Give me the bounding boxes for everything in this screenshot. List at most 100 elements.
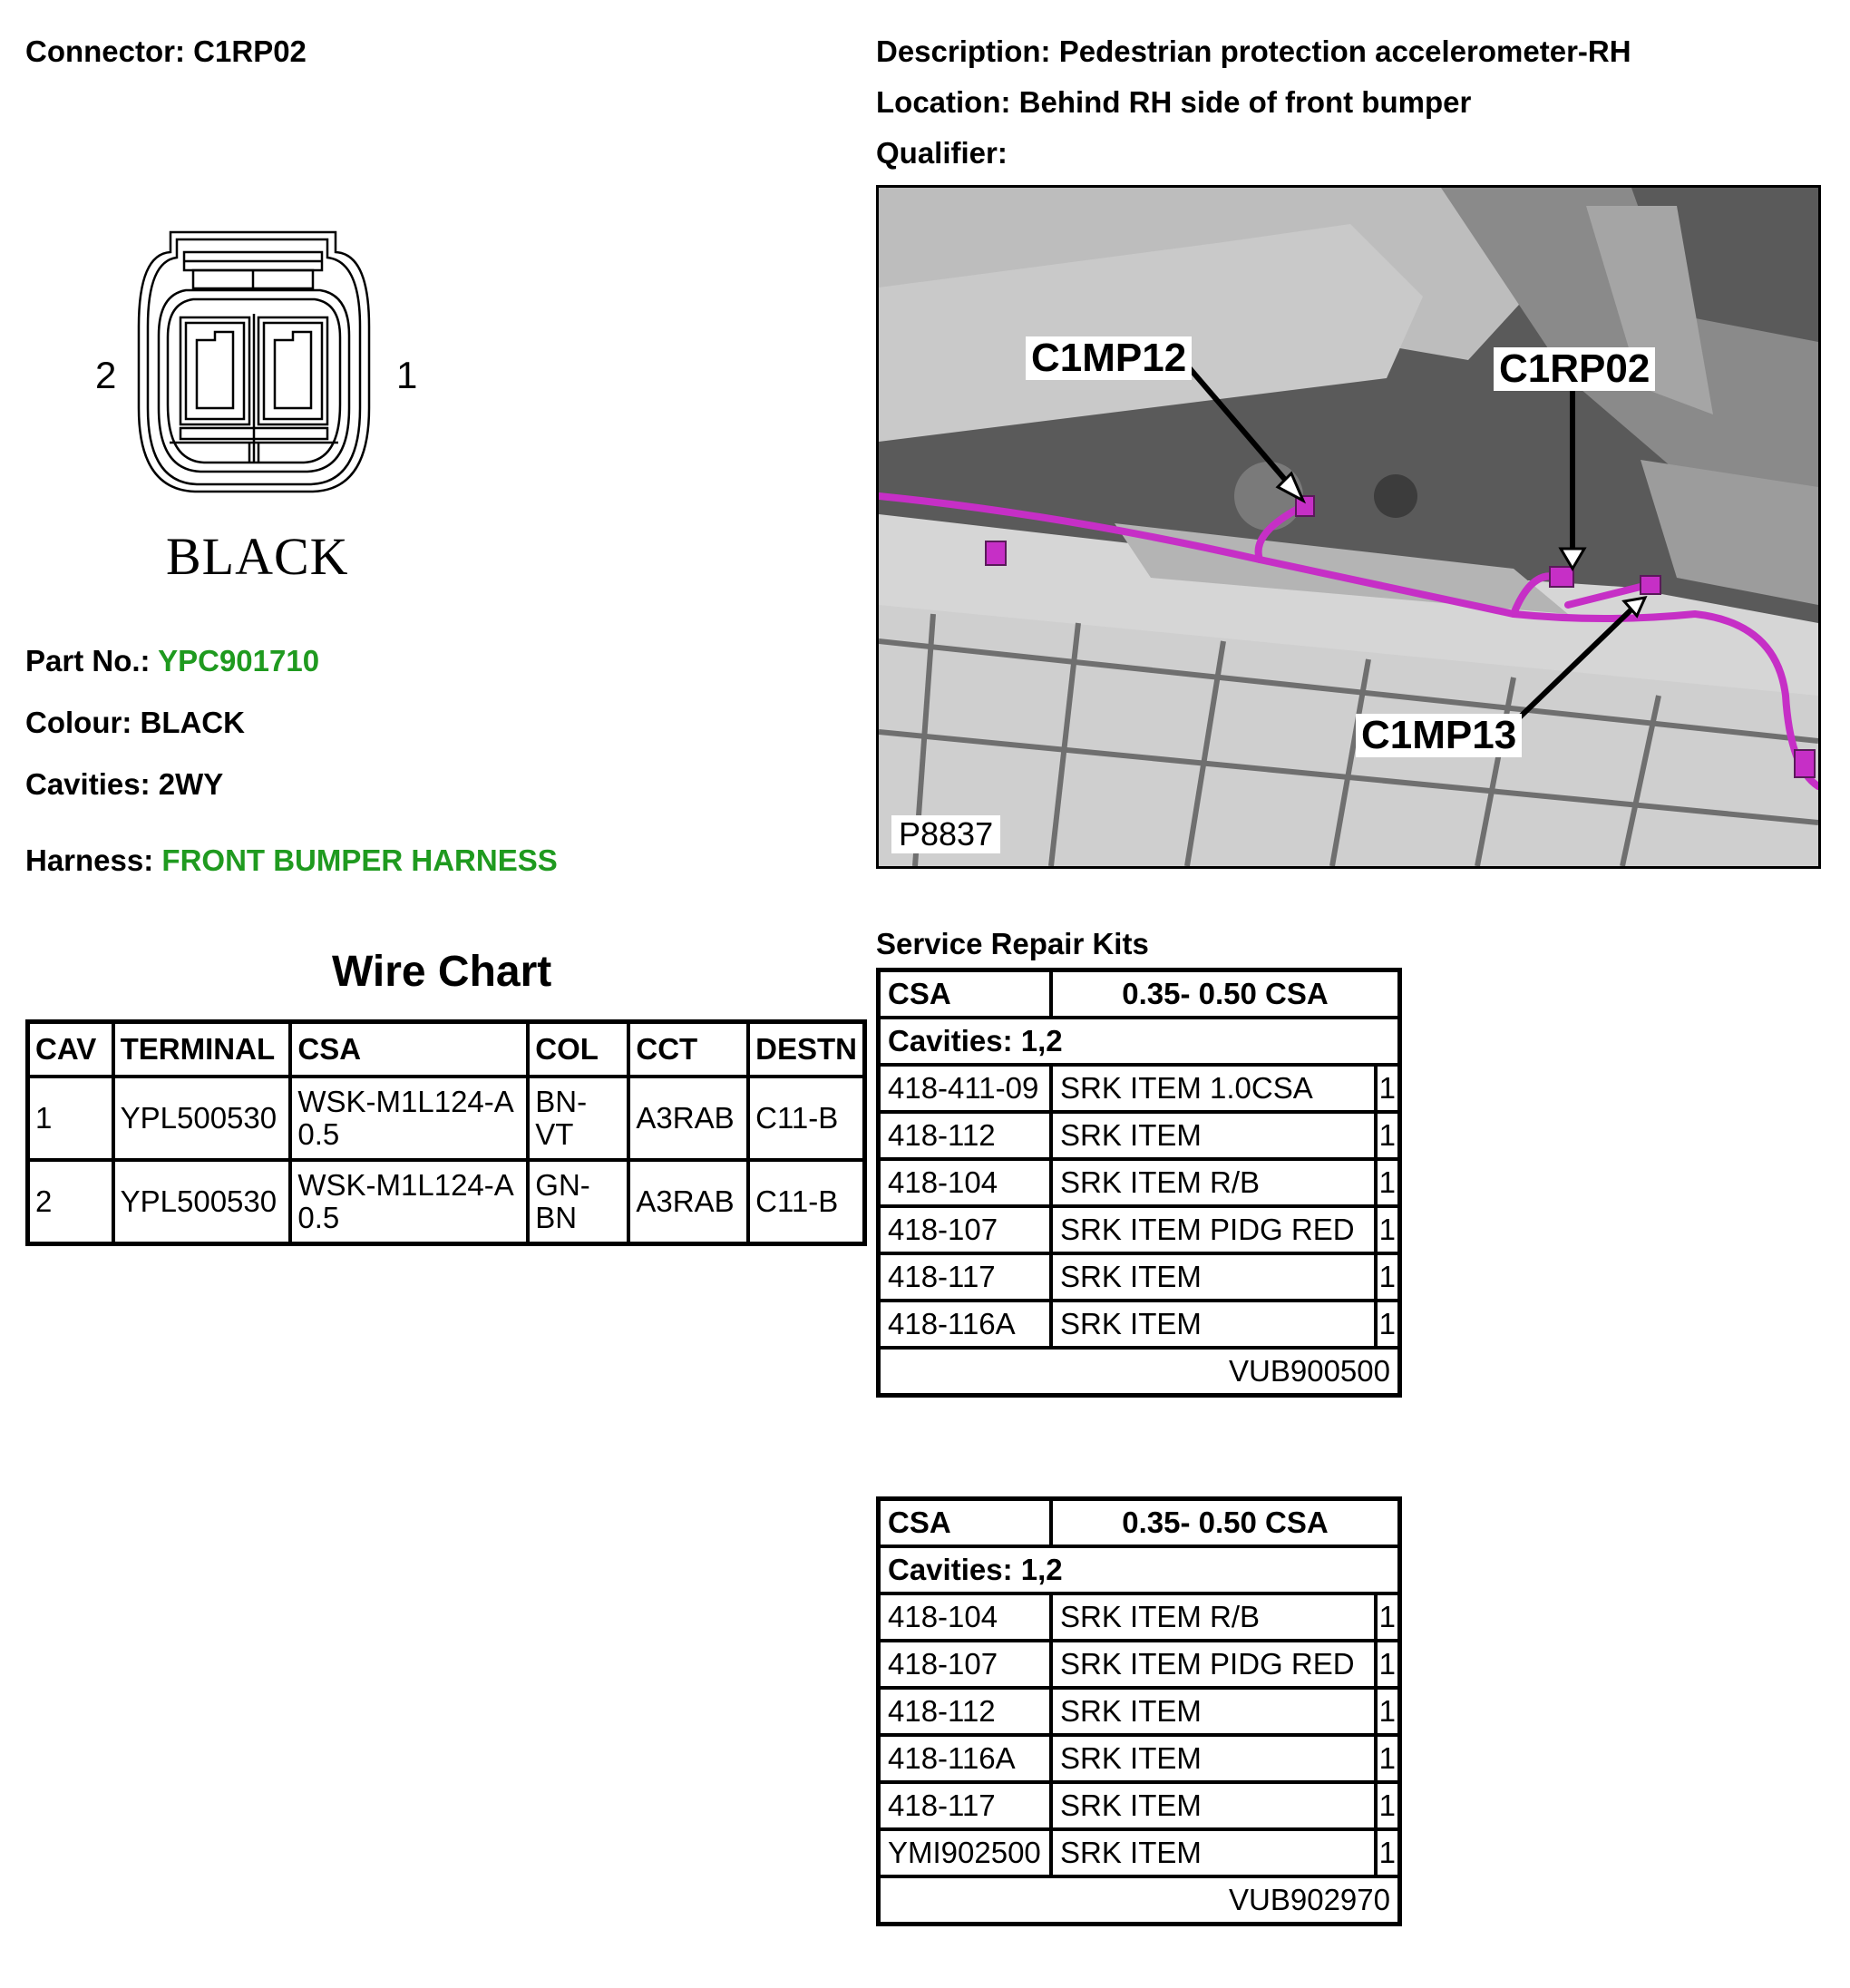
description-label: Description: [876, 34, 1051, 68]
part-no-label: Part No.: [25, 644, 151, 677]
kit-item-desc: SRK ITEM PIDG RED [1049, 1639, 1378, 1690]
part-no-line: Part No.: YPC901710 [25, 644, 319, 678]
kit-cavities-row: Cavities: 1,2 [876, 1016, 1402, 1067]
connector-value: C1RP02 [193, 34, 307, 68]
repair-kit-table-2: CSA 0.35- 0.50 CSA Cavities: 1,2 418-104… [876, 1496, 1402, 1926]
photo-ref-label: P8837 [891, 815, 1001, 853]
description-line: Description: Pedestrian protection accel… [876, 34, 1631, 69]
cell-cct: A3RAB [627, 1158, 751, 1246]
kit-item-desc: SRK ITEM [1049, 1252, 1378, 1302]
cell-col: BN-VT [526, 1075, 631, 1162]
header-col: COL [526, 1019, 631, 1078]
cavities-line: Cavities: 2WY [25, 767, 223, 802]
cell-destn: C11-B [746, 1075, 867, 1162]
cavities-label: Cavities: [25, 767, 151, 801]
kit-item-qty: 1 [1373, 1157, 1402, 1208]
kit-item-code: 418-116A [876, 1299, 1053, 1350]
kit-csa-label: CSA [876, 968, 1053, 1019]
kit-item-qty: 1 [1373, 1639, 1402, 1690]
kit-item-code: 418-411-09 [876, 1063, 1053, 1114]
kit-item-qty: 1 [1373, 1252, 1402, 1302]
connector-label: Connector: [25, 34, 185, 68]
callout-c1mp13: C1MP13 [1356, 714, 1523, 757]
kit-item-desc: SRK ITEM [1049, 1780, 1378, 1831]
kit-item-code: 418-104 [876, 1592, 1053, 1642]
cell-col: GN-BN [526, 1158, 631, 1246]
cell-destn: C11-B [746, 1158, 867, 1246]
harness-line: Harness: FRONT BUMPER HARNESS [25, 843, 558, 878]
cell-csa-spec: WSK-M1L124-A [297, 1085, 514, 1118]
face-colour-text: BLACK [166, 527, 349, 586]
kit-item-qty: 1 [1373, 1827, 1402, 1878]
header-csa: CSA [288, 1019, 531, 1078]
connector-line: Connector: C1RP02 [25, 34, 307, 69]
description-value: Pedestrian protection accelerometer-RH [1058, 34, 1631, 68]
kit-cavities-row: Cavities: 1,2 [876, 1545, 1402, 1595]
header-destn: DESTN [746, 1019, 867, 1078]
kit-item-qty: 1 [1373, 1733, 1402, 1784]
header-cct: CCT [627, 1019, 751, 1078]
cell-col-1: BN- [535, 1085, 588, 1118]
part-no-link[interactable]: YPC901710 [158, 644, 320, 677]
kit-item-code: 418-112 [876, 1110, 1053, 1161]
kit-item-desc: SRK ITEM R/B [1049, 1592, 1378, 1642]
cavities-value: 2WY [158, 767, 224, 801]
cell-cct: A3RAB [627, 1075, 751, 1162]
kit-item-code: 418-116A [876, 1733, 1053, 1784]
colour-line: Colour: BLACK [25, 706, 245, 740]
kit-item-code: 418-117 [876, 1780, 1053, 1831]
kit-item-desc: SRK ITEM 1.0CSA [1049, 1063, 1378, 1114]
cell-col-1: GN- [535, 1168, 590, 1202]
kit-ref: VUB900500 [876, 1346, 1402, 1398]
kit-item-qty: 1 [1373, 1592, 1402, 1642]
kit-item-qty: 1 [1373, 1686, 1402, 1737]
kit-ref-row: VUB902970 [876, 1875, 1402, 1926]
kit-ref: VUB902970 [876, 1875, 1402, 1926]
kit-csa-value: 0.35- 0.50 CSA [1049, 1496, 1402, 1548]
kit-header-row: CSA 0.35- 0.50 CSA [876, 968, 1402, 1019]
kit-item-code: 418-107 [876, 1639, 1053, 1690]
harness-label: Harness: [25, 843, 154, 877]
kit-item-desc: SRK ITEM [1049, 1110, 1378, 1161]
service-repair-kits-title: Service Repair Kits [876, 927, 1149, 960]
cell-col-2: VT [535, 1117, 574, 1151]
pin-label-1: 1 [396, 354, 418, 396]
kit-cavities: Cavities: 1,2 [876, 1016, 1402, 1067]
cell-csa-spec: WSK-M1L124-A [297, 1168, 514, 1202]
kit-item-code: YMI902500 [876, 1827, 1053, 1878]
wire-chart-table: CAV TERMINAL CSA COL CCT DESTN 1 YPL5005… [25, 1019, 867, 1246]
kit-item-code: 418-112 [876, 1686, 1053, 1737]
kit-item-desc: SRK ITEM R/B [1049, 1157, 1378, 1208]
kit-item-code: 418-104 [876, 1157, 1053, 1208]
location-value: Behind RH side of front bumper [1018, 85, 1472, 119]
colour-label: Colour: [25, 706, 132, 739]
cell-csa-size: 0.5 [297, 1117, 340, 1151]
kit-item-code: 418-107 [876, 1204, 1053, 1255]
colour-value: BLACK [140, 706, 245, 739]
cell-col-2: BN [535, 1201, 578, 1234]
header-terminal: TERMINAL [111, 1019, 293, 1078]
location-line: Location: Behind RH side of front bumper [876, 85, 1471, 120]
location-photo: C1MP12 C1RP02 C1MP13 P8837 [876, 185, 1821, 869]
callout-c1rp02: C1RP02 [1494, 347, 1656, 391]
kit-item-desc: SRK ITEM [1049, 1733, 1378, 1784]
wire-chart-title: Wire Chart [332, 948, 552, 996]
harness-link[interactable]: FRONT BUMPER HARNESS [161, 843, 558, 877]
kit-csa-value: 0.35- 0.50 CSA [1049, 968, 1402, 1019]
callout-c1mp12: C1MP12 [1026, 336, 1193, 380]
kit-header-row: CSA 0.35- 0.50 CSA [876, 1496, 1402, 1548]
qualifier-line: Qualifier: [876, 136, 1008, 171]
header-cav: CAV [25, 1019, 115, 1078]
kit-csa-label: CSA [876, 1496, 1053, 1548]
